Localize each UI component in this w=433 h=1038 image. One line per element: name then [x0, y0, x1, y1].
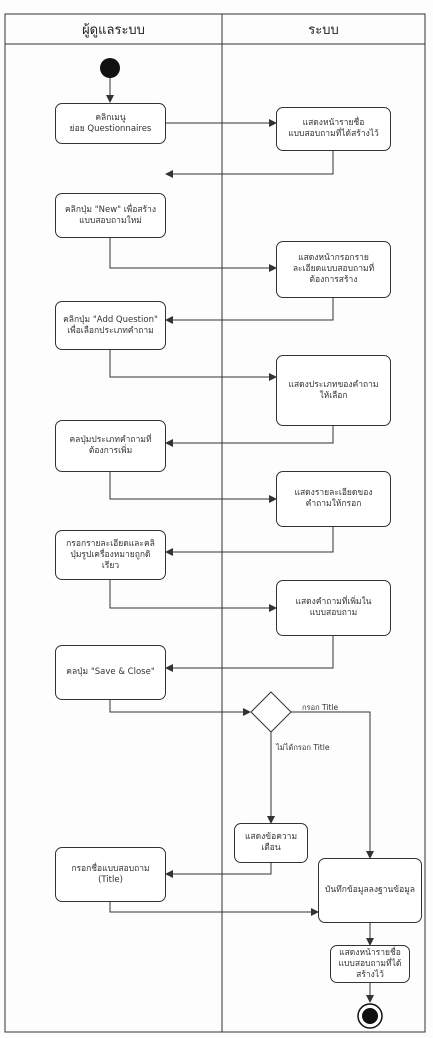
- lane-header-user: ผู้ดูแลระบบ: [82, 22, 145, 38]
- node-click-question-type: คลปุ่มประเภทคำถามที่ ต้องการเพิ่ม: [55, 420, 166, 472]
- node-save-data: บันทึกข้อมูลลงฐานข้อมูล: [318, 858, 422, 923]
- edge-6: [165, 426, 334, 447]
- end-node-core: [362, 1008, 378, 1024]
- edge-label-title-not-filled: ไม่ได้กรอก Title: [276, 743, 330, 752]
- node-show-question-detail: แสดงรายละเอียดของ คำถามให้กรอก: [276, 471, 391, 527]
- node-show-question-types: แสดงประเภทของคำถาม ให้เลือก: [276, 355, 391, 426]
- edge-11: [109, 700, 251, 716]
- edge-title-filled: [291, 711, 374, 859]
- edge-9: [109, 580, 277, 612]
- node-show-list: แสดงหน้ารายชื่อ แบบสอบถามที่ได้สร้างไว้: [276, 107, 391, 151]
- node-click-save-close: คลปุ่ม "Save & Close": [55, 645, 166, 700]
- edge-8: [165, 527, 334, 556]
- node-show-final-list: แสดงหน้ารายชื่อ แบบสอบถามที่ได้ สร้างไว้: [330, 945, 410, 983]
- node-show-added-question: แสดงคำถามที่เพิ่มใน แบบสอบถาม: [276, 580, 391, 636]
- edge-label-title-filled: กรอก Title: [302, 703, 339, 712]
- node-show-detail-form: แสดงหน้ากรอกราย ละเอียดแบบสอบถามที่ ต้อง…: [276, 241, 391, 298]
- node-click-new: คลิกปุ่ม "New" เพื่อสร้าง แบบสอบถามใหม่: [55, 193, 166, 238]
- decision-node: [250, 691, 292, 733]
- edge-7: [109, 472, 277, 503]
- node-click-menu: คลิกเมนู ย่อย Questionnaires: [55, 103, 166, 144]
- edge-10: [165, 636, 334, 672]
- node-click-add-question: คลิกปุ่ม "Add Question" เพื่อเลือกประเภท…: [55, 301, 166, 350]
- swimlane-frame: [4, 13, 426, 1033]
- edge-4: [165, 298, 334, 324]
- node-fill-detail: กรอกรายละเอียดและคลิ ปุ่มรูปเครื่องหมายถ…: [55, 530, 166, 580]
- start-node: [100, 58, 120, 78]
- edge-5: [109, 350, 277, 381]
- edge-13: [109, 902, 319, 916]
- lane-header-system: ระบบ: [308, 22, 339, 38]
- edge-2: [165, 151, 334, 178]
- node-show-warning: แสดงข้อความ เตือน: [234, 823, 308, 863]
- node-fill-title: กรอกชื่อแบบสอบถาม (Title): [55, 847, 166, 902]
- edge-3: [109, 238, 277, 272]
- edge-12: [165, 863, 272, 878]
